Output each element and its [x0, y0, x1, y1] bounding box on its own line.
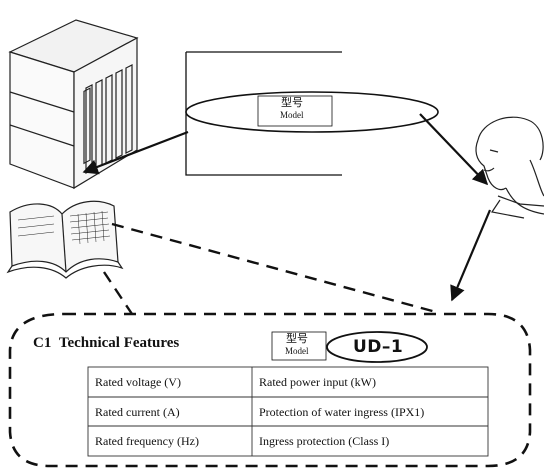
section-title-text: Technical Features [58, 335, 180, 351]
section-title: C1 Technical Features [33, 336, 179, 351]
table-cell: Rated current (A) [95, 405, 180, 419]
table-cell: Rated frequency (Hz) [95, 434, 199, 448]
plate-label-cn: 型号 [281, 96, 303, 109]
arrow-plate-to-person [419, 113, 489, 186]
appliance-illustration [8, 19, 139, 190]
dashed-callouts [8, 222, 532, 468]
person-illustration [475, 116, 544, 219]
rating-plate [185, 51, 439, 176]
table-label-en: Model [285, 346, 309, 356]
table-cell: Rated power input (kW) [259, 375, 376, 389]
manual-illustration [6, 200, 124, 279]
table-cell: Protection of water ingress (IPX1) [259, 405, 425, 419]
model-value: UD–1 [353, 337, 404, 357]
section-number: C1 [33, 335, 52, 351]
table-label-cn: 型号 [286, 332, 308, 345]
model-highlight [271, 331, 428, 363]
spec-table-grid [87, 366, 489, 457]
arrow-person-to-table [450, 209, 492, 302]
table-cell: Rated voltage (V) [95, 375, 181, 389]
table-cell: Ingress protection (Class I) [259, 434, 390, 448]
arrow-plate-to-appliance [82, 130, 189, 175]
plate-label-en: Model [280, 110, 304, 120]
